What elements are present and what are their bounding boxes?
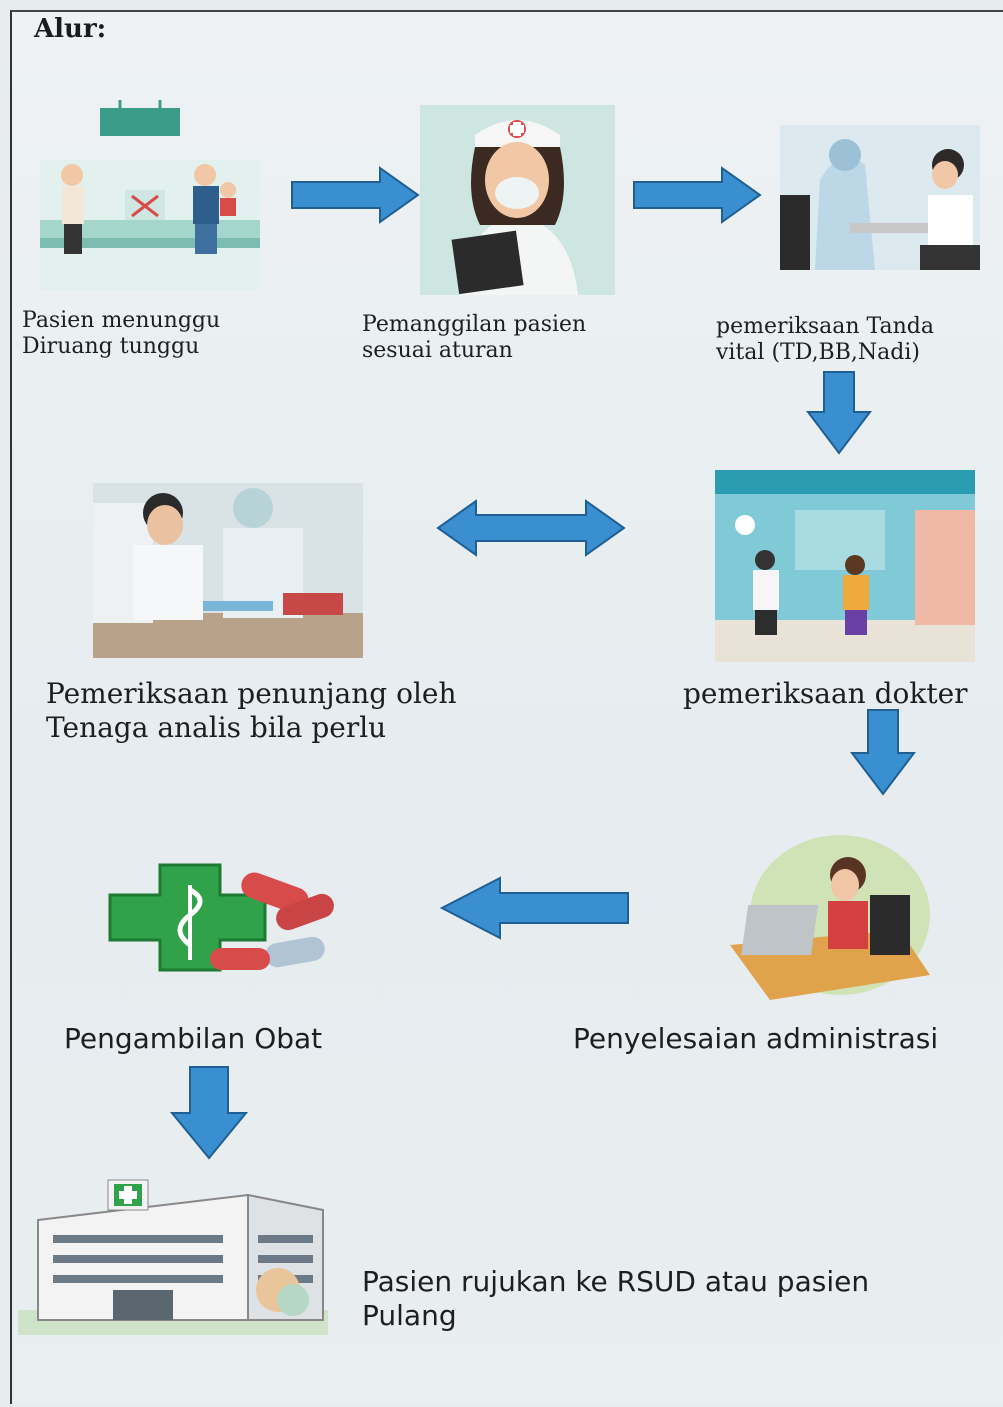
arrow-right-icon (291, 166, 420, 224)
arrow-down-icon (850, 709, 916, 796)
step-label-vitals: pemeriksaan Tanda vital (TD,BB,Nadi) (716, 314, 935, 365)
waiting-room-illustration (40, 100, 260, 290)
step-label-calling: Pemanggilan pasien sesuai aturan (362, 312, 587, 363)
step-label-waiting: Pasien menunggu Diruang tunggu (22, 308, 221, 359)
arrow-right-icon (633, 166, 762, 224)
step-label-discharge: Pasien rujukan ke RSUD atau pasien Pulan… (362, 1265, 870, 1332)
step-label-doctor: pemeriksaan dokter (683, 677, 968, 710)
step-label-lab: Pemeriksaan penunjang oleh Tenaga analis… (46, 677, 457, 744)
pharmacy-illustration (108, 863, 334, 972)
page-title: Alur: (34, 14, 107, 44)
administration-illustration (730, 835, 930, 1000)
vital-signs-illustration (780, 125, 980, 270)
double-arrow-icon (436, 499, 626, 557)
lab-test-illustration (93, 483, 363, 658)
arrow-left-icon (440, 876, 629, 940)
step-label-admin: Penyelesaian administrasi (573, 1022, 939, 1055)
arrow-down-icon (806, 371, 872, 455)
arrow-down-icon (170, 1066, 248, 1160)
nurse-call-illustration (420, 105, 615, 295)
step-label-medicine: Pengambilan Obat (64, 1022, 323, 1055)
hospital-illustration (18, 1179, 328, 1335)
doctor-exam-illustration (715, 470, 975, 662)
